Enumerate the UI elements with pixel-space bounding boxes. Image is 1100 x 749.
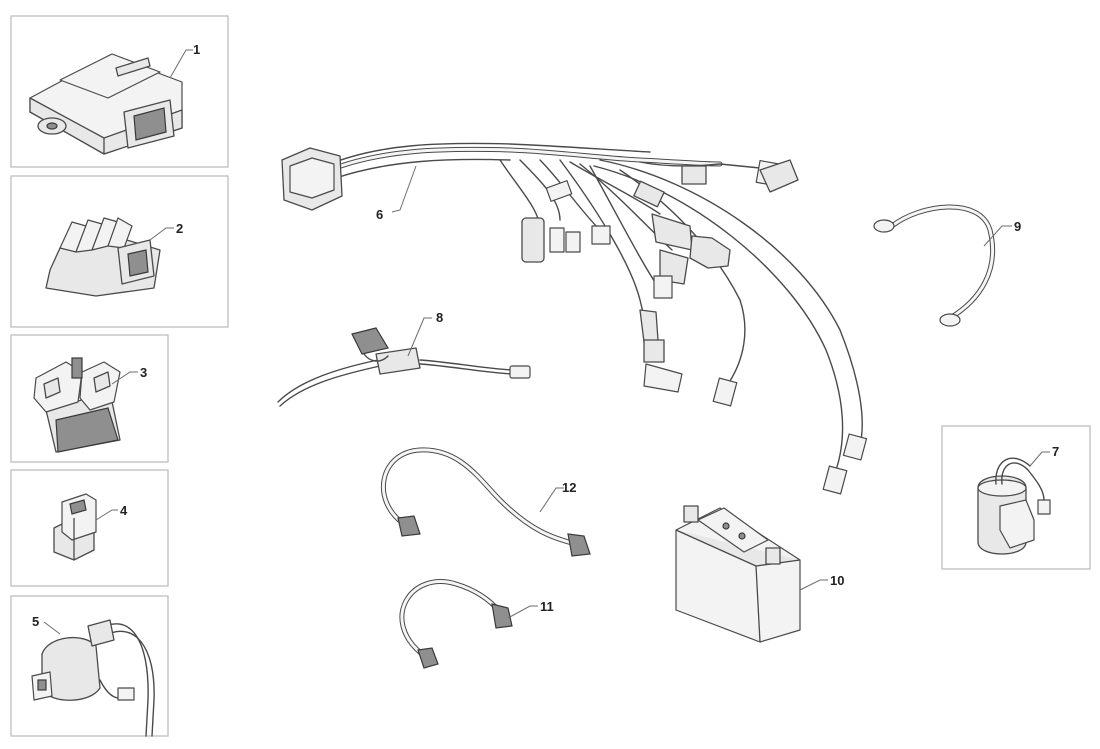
part-12-battery-cable-long: 12 [380, 447, 591, 557]
callout-10: 10 [830, 573, 844, 588]
part-8-fuse-holder: 8 [277, 310, 531, 407]
callout-leader-6 [391, 165, 417, 213]
part-6-wiring-harness: 6 [281, 142, 868, 495]
part-10-battery: 10 [675, 505, 844, 643]
callout-leader-5 [43, 621, 61, 635]
part-11-battery-cable-short: 11 [399, 579, 554, 669]
part-3-starter-relay-box: 3 [10, 334, 169, 463]
callout-3: 3 [140, 365, 147, 380]
callout-leader-7 [1029, 451, 1050, 467]
callout-11: 11 [540, 599, 554, 614]
part-4-relay-box: 4 [10, 469, 169, 587]
callout-2: 2 [176, 221, 183, 236]
callout-1: 1 [193, 42, 200, 57]
fuel-pump-unit [977, 457, 1051, 555]
part-9-ground-lead: 9 [873, 204, 1021, 327]
ignition-coil [31, 619, 155, 737]
callout-leader-9 [983, 225, 1012, 247]
callout-5: 5 [32, 614, 39, 629]
callout-leader-10 [799, 579, 828, 591]
callout-leader-1 [169, 49, 193, 79]
callout-7: 7 [1052, 444, 1059, 459]
voltage-regulator [45, 217, 161, 297]
callout-8: 8 [436, 310, 443, 325]
callout-4: 4 [120, 503, 128, 518]
callout-leader-2 [149, 227, 174, 241]
part-2-regulator-box: 2 [10, 175, 229, 328]
callout-12: 12 [562, 480, 576, 495]
relay-connector [53, 493, 97, 561]
callout-leader-4 [95, 509, 118, 521]
starter-relay [33, 357, 121, 453]
callout-leader-8 [407, 317, 432, 357]
part-5-ignition-coil-box: 5 [10, 595, 169, 737]
part-7-fuel-pump-box: 7 [941, 425, 1091, 570]
callout-6: 6 [376, 207, 383, 222]
callout-leader-11 [507, 605, 538, 619]
ecu-module [29, 53, 183, 155]
callout-leader-3 [111, 371, 138, 385]
callout-9: 9 [1014, 219, 1021, 234]
part-1-ecu-box: 1 [10, 15, 229, 168]
callout-leader-12 [539, 487, 564, 513]
